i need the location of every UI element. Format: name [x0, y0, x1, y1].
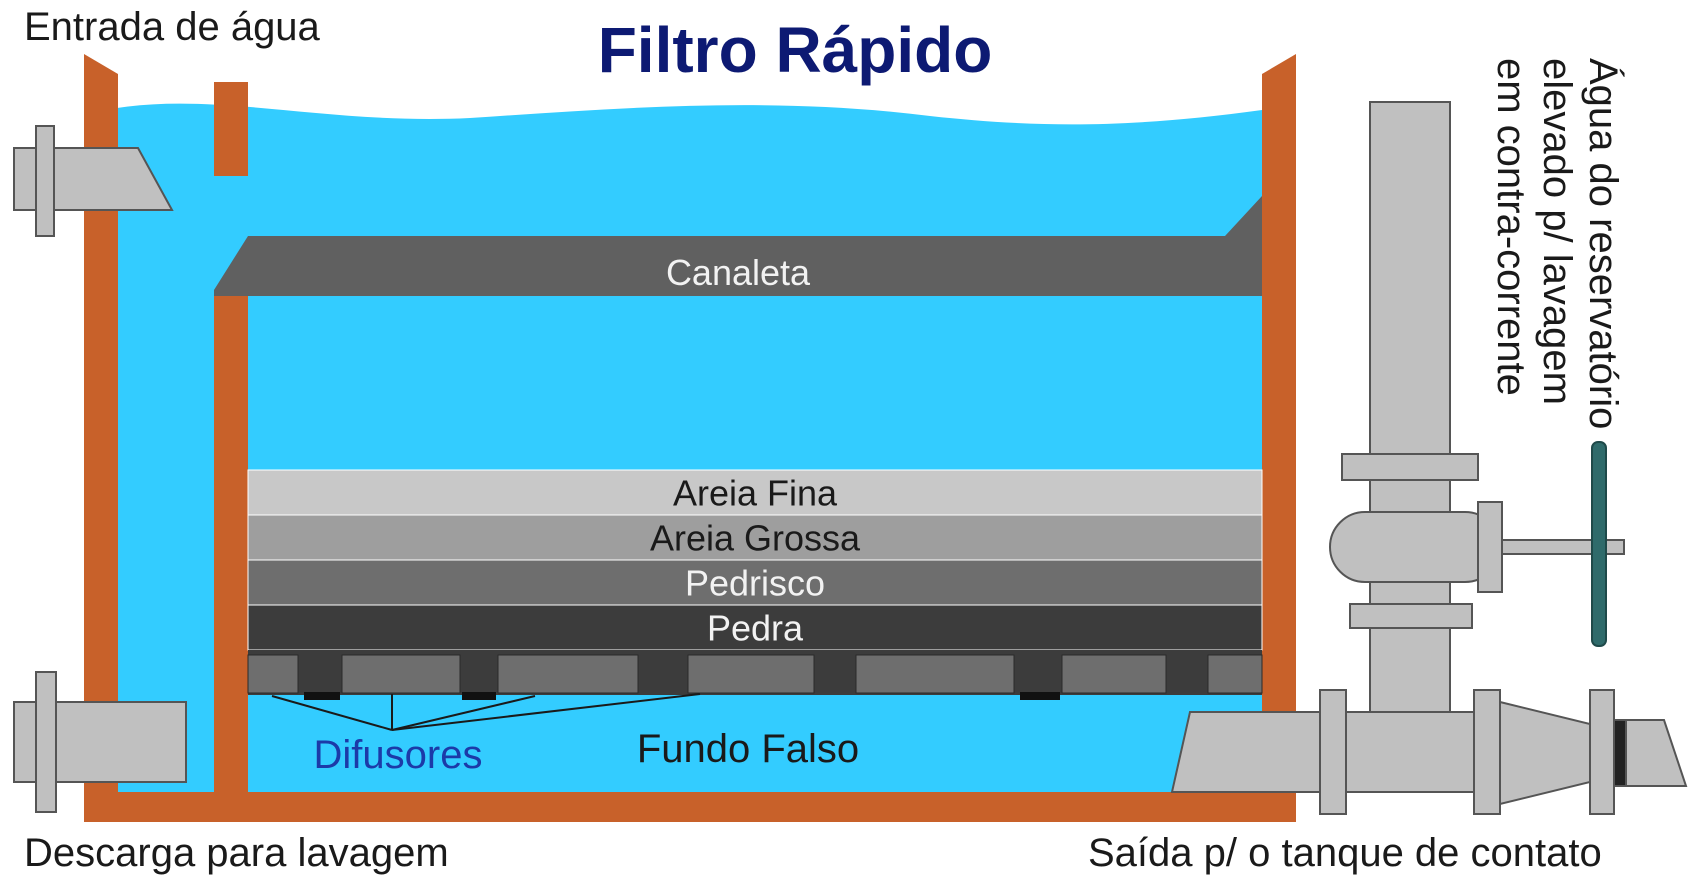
outlet-pipe-inlet — [1170, 711, 1321, 793]
outlet-pipe-flange-1 — [1319, 689, 1347, 815]
backwash-pipe-flange-upper — [1341, 453, 1479, 481]
inlet-pipe-flange — [35, 125, 55, 237]
filter-layer-label: Areia Fina — [673, 473, 838, 514]
filter-layer — [247, 469, 1263, 516]
drain-label: Descarga para lavagem — [24, 831, 449, 875]
valve-handle — [1591, 441, 1607, 647]
false-bottom-block — [687, 654, 815, 694]
tank-wall-left — [84, 54, 118, 792]
inlet-pipe — [13, 125, 174, 237]
backwash-note-line: em contra-corrente — [1489, 58, 1533, 396]
false-bottom-block — [497, 654, 639, 694]
backwash-note: Água do reservatório elevado p/ lavagem … — [1489, 58, 1626, 429]
false-bottom-block — [1207, 654, 1263, 694]
false-bottom-block — [341, 654, 461, 694]
backwash-note-line: Água do reservatório — [1581, 58, 1626, 429]
outlet-label: Saída p/ o tanque de contato — [1088, 831, 1602, 875]
filter-layer-label: Pedrisco — [685, 563, 825, 604]
tank-wall-bottom — [84, 792, 1296, 822]
outlet-pipe-gasket — [1613, 719, 1627, 787]
false-bottom-block — [855, 654, 1015, 694]
inlet-weir — [214, 82, 248, 176]
outlet-pipe-flange-3 — [1589, 689, 1615, 815]
diffuser-nozzle — [462, 692, 496, 700]
diffuser-leader-lines — [271, 693, 701, 731]
filter-layer-label: Areia Grossa — [650, 518, 861, 559]
leader-line — [391, 695, 536, 731]
canal-trough — [214, 196, 1262, 296]
outlet-pipe-reducer — [1499, 700, 1591, 806]
leader-line — [271, 695, 393, 731]
backwash-note-line: elevado p/ lavagem — [1535, 58, 1579, 405]
partition-wall — [214, 296, 248, 792]
false-bottom-blocks — [247, 650, 1263, 700]
tank-wall-right — [1262, 54, 1296, 792]
false-bottom-block — [247, 654, 299, 694]
backwash-pipe-flange-lower — [1349, 603, 1473, 629]
inlet-label: Entrada de água — [24, 5, 321, 49]
leader-line — [391, 693, 701, 731]
backwash-pipe-riser — [1369, 101, 1451, 735]
valve-body — [1329, 511, 1501, 583]
diffusers-label: Difusores — [314, 733, 483, 777]
tank-wall — [84, 54, 1296, 822]
inlet-pipe-flange-outer — [13, 147, 39, 211]
false-bottom-label: Fundo Falso — [637, 727, 859, 771]
inlet-pipe-body — [53, 147, 174, 211]
diffuser-nozzle — [1020, 692, 1060, 700]
backwash-pipe — [1329, 101, 1625, 735]
drain-pipe-flange-outer — [13, 701, 39, 783]
outlet-pipe — [1170, 689, 1688, 815]
outlet-pipe-flange-2 — [1473, 689, 1501, 815]
canal-label: Canaleta — [666, 252, 811, 293]
drain-pipe-body — [55, 701, 187, 783]
false-bottom-block — [1061, 654, 1167, 694]
drain-pipe-flange — [35, 671, 57, 813]
filter-layer-label: Pedra — [707, 608, 804, 649]
diagram-title: Filtro Rápido — [598, 14, 993, 86]
drain-pipe — [13, 671, 187, 813]
valve-flange — [1477, 501, 1503, 593]
outlet-pipe-end — [1625, 719, 1688, 787]
diffuser-nozzle — [304, 692, 340, 700]
